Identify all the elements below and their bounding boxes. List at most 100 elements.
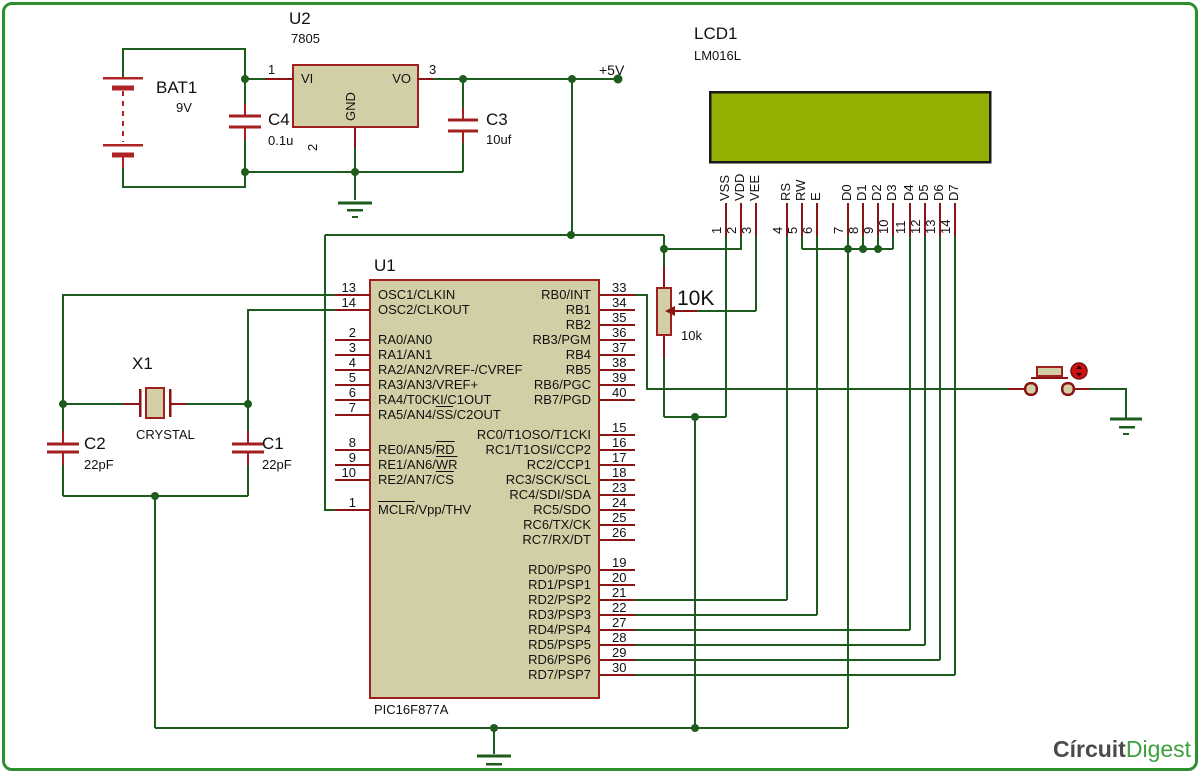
mcu-pin-number: 15 — [612, 420, 627, 435]
mcu-pin-number: 36 — [612, 325, 627, 340]
mcu-pin-name: RD7/PSP7 — [528, 667, 591, 682]
mcu-pin-stub — [335, 354, 370, 356]
mcu-pin-number: 33 — [612, 280, 627, 295]
mcu-pin-name: RA3/AN3/VREF+ — [378, 377, 479, 392]
crystal-ref: X1 — [132, 354, 153, 373]
capacitor-c4[interactable] — [229, 104, 261, 140]
mcu-pin-number: 4 — [348, 355, 356, 370]
lcd-pin-number: 12 — [908, 219, 923, 234]
c1-ref: C1 — [262, 434, 284, 453]
battery-symbol[interactable] — [103, 76, 143, 168]
mcu-pin-stub — [599, 644, 635, 646]
lcd-pin-name: D4 — [901, 184, 916, 201]
mcu-pin-number: 24 — [612, 495, 627, 510]
mcu-ref: U1 — [374, 256, 396, 275]
lcd-pin-number: 8 — [846, 226, 861, 234]
lcd-pin-stub — [924, 203, 926, 236]
mcu-pin-stub — [599, 324, 635, 326]
mcu-pin-stub — [335, 464, 370, 466]
capacitor-c2[interactable] — [47, 431, 79, 465]
mcu-pin-number: 2 — [348, 325, 356, 340]
lcd-pin-number: 14 — [938, 219, 953, 234]
mcu-pin-name: RB4 — [565, 347, 591, 362]
mcu-pin-number: 1 — [348, 495, 356, 510]
mcu-pin-stub — [599, 509, 635, 511]
button-actuator-icon[interactable] — [1070, 362, 1088, 380]
pot-value: 10k — [681, 328, 702, 343]
mcu-pin-stub — [599, 309, 635, 311]
lcd-screen[interactable] — [708, 90, 992, 164]
mcu-pin-stub — [335, 399, 370, 401]
mcu-pin-stub — [599, 614, 635, 616]
mcu-pin-name: RD4/PSP4 — [528, 622, 591, 637]
mcu-pin-stub — [599, 354, 635, 356]
mcu-pin-stub — [599, 399, 635, 401]
mcu-symbol[interactable] — [369, 279, 600, 699]
lcd-pin-number: 11 — [893, 220, 908, 235]
c2-value: 22pF — [84, 457, 114, 472]
mcu-pin-name: RB1 — [565, 302, 591, 317]
lcd-pin-name: D1 — [854, 184, 869, 201]
capacitor-c1[interactable] — [232, 431, 264, 465]
crystal-symbol[interactable] — [124, 387, 186, 419]
mcu-pin-number: 34 — [612, 295, 627, 310]
mcu-pin-name: RC0/T1OSO/T1CKI — [476, 427, 591, 442]
lcd-pin-stub — [939, 203, 941, 236]
crystal-value: CRYSTAL — [136, 427, 195, 442]
regulator-symbol[interactable] — [265, 64, 433, 148]
mcu-pin-stub — [599, 584, 635, 586]
mcu-pin-stub — [599, 494, 635, 496]
mcu-pin-number: 17 — [612, 450, 627, 465]
c3-value: 10uf — [486, 132, 512, 147]
lcd-pin-stub — [862, 203, 864, 236]
c4-value: 0.1u — [268, 133, 294, 148]
lcd-pin-name: D3 — [884, 184, 899, 201]
push-button-symbol[interactable] — [1008, 366, 1090, 397]
mcu-pin-name: RA0/AN0 — [378, 332, 433, 347]
c2-ref: C2 — [84, 434, 106, 453]
regulator-pin-vo: VO — [392, 71, 411, 86]
lcd-pin-stub — [725, 203, 727, 236]
mcu-pin-name: RC2/CCP1 — [526, 457, 591, 472]
mcu-pin-number: 21 — [612, 585, 627, 600]
mcu-pin-name: RA1/AN1 — [378, 347, 433, 362]
regulator-pin-number-1: 1 — [268, 62, 276, 77]
regulator-pin-gnd: GND — [343, 92, 358, 121]
lcd-pin-name: RW — [793, 179, 808, 201]
lcd-pin-stub — [786, 203, 788, 236]
mcu-pin-stub — [599, 524, 635, 526]
c3-ref: C3 — [486, 110, 508, 129]
power-terminal — [613, 74, 623, 84]
mcu-pin-name: RD1/PSP1 — [528, 577, 591, 592]
mcu-pin-name: RB6/PGC — [533, 377, 591, 392]
mcu-pin-name: RB2 — [565, 317, 591, 332]
mcu-pin-number: 27 — [612, 615, 627, 630]
lcd-pin-name: RS — [778, 182, 793, 201]
mcu-pin-stub — [335, 509, 370, 511]
mcu-pin-name: RE2/AN7/CS — [378, 472, 454, 487]
mcu-pin-name: RE0/AN5/RD — [378, 442, 455, 457]
lcd-pin-name: D2 — [869, 184, 884, 201]
regulator-pin-vi: VI — [301, 71, 314, 86]
lcd-pin-stub — [877, 203, 879, 236]
lcd-pin-stub — [755, 203, 757, 236]
mcu-pin-name: RD5/PSP5 — [528, 637, 591, 652]
mcu-pin-name: RD6/PSP6 — [528, 652, 591, 667]
plus5v-label: +5V — [599, 62, 625, 78]
logo-circuit: Círcuit — [1053, 736, 1126, 762]
mcu-pin-stub — [599, 569, 635, 571]
mcu-pin-number: 37 — [612, 340, 627, 355]
mcu-pin-name: RC7/RX/DT — [522, 532, 591, 547]
capacitor-c3[interactable] — [448, 108, 478, 143]
mcu-pin-number: 19 — [612, 555, 627, 570]
mcu-pin-number: 29 — [612, 645, 627, 660]
lcd-pin-stub — [892, 203, 894, 236]
potentiometer-symbol[interactable] — [656, 266, 697, 358]
mcu-pin-number: 7 — [348, 400, 356, 415]
mcu-pin-stub — [335, 384, 370, 386]
lcd-pin-stub — [954, 203, 956, 236]
mcu-pin-stub — [335, 339, 370, 341]
lcd-pin-name: VDD — [732, 173, 747, 201]
